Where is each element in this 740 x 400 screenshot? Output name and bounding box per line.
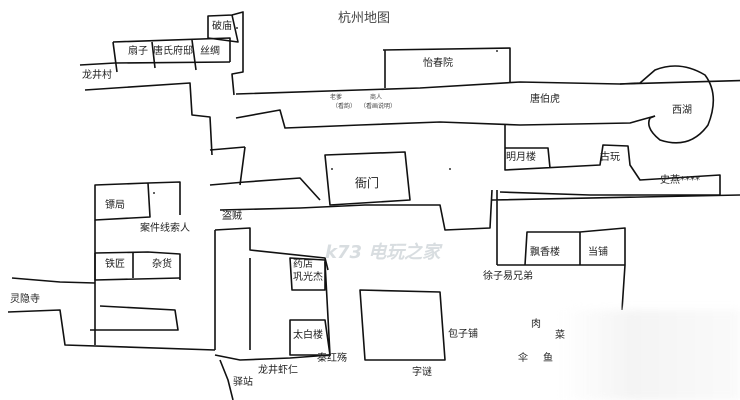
npc-anjian[interactable]: 案件线索人 xyxy=(140,223,190,234)
building-shanzi-row xyxy=(112,37,231,73)
location-yizhan[interactable]: 驿站 xyxy=(233,377,253,388)
location-yichunyuan[interactable]: 怡春院 xyxy=(423,58,453,69)
street-west xyxy=(7,220,216,351)
location-guwan[interactable]: 古玩 xyxy=(600,152,620,163)
location-lingyinsi[interactable]: 灵隐寺 xyxy=(10,294,40,305)
npc-gongguangjie[interactable]: 巩光杰 xyxy=(293,272,323,283)
building-biaoju xyxy=(94,181,181,221)
npc-tangbohu[interactable]: 唐伯虎 xyxy=(530,94,560,105)
street-center xyxy=(214,227,331,361)
marker-dot xyxy=(153,192,155,194)
location-sichou[interactable]: 丝绸 xyxy=(200,46,220,57)
street-north xyxy=(235,79,740,129)
npc-xuziyi[interactable]: 徐子易兄弟 xyxy=(483,271,533,282)
shop-yu[interactable]: 鱼 xyxy=(543,353,553,364)
location-mingyuelou[interactable]: 明月楼 xyxy=(506,152,536,163)
location-xihu[interactable]: 西湖 xyxy=(672,105,692,116)
npc-shiyan[interactable]: 史燕**** xyxy=(660,175,700,186)
building-yichunyuan xyxy=(382,47,511,88)
watermark: k73 电玩之家 xyxy=(325,242,441,263)
marker-dot xyxy=(449,168,451,170)
marker-dot xyxy=(496,50,498,52)
xihu-lake xyxy=(619,65,715,144)
location-taibailou[interactable]: 太白楼 xyxy=(293,330,323,341)
location-biaoju[interactable]: 镖局 xyxy=(105,200,125,211)
street-south xyxy=(219,261,446,400)
street-mid xyxy=(209,146,493,231)
npc-zimi[interactable]: 字谜 xyxy=(412,367,432,378)
location-zahuo[interactable]: 杂货 xyxy=(152,259,172,270)
marker-dot xyxy=(331,168,333,170)
location-longjingcun[interactable]: 龙井村 xyxy=(82,70,112,81)
building-pomiao xyxy=(207,11,244,96)
npc-shangren[interactable]: 商人 xyxy=(370,94,383,101)
location-yaodian[interactable]: 药店 xyxy=(293,259,313,270)
npc-shangren-note: （看画说明） xyxy=(360,103,397,110)
street-east xyxy=(491,190,740,265)
npc-longjingxiaren[interactable]: 龙井虾仁 xyxy=(258,365,298,376)
npc-laoye[interactable]: 老爹 xyxy=(330,94,343,101)
npc-laoye-note: （看韵） xyxy=(332,103,357,110)
shop-cai[interactable]: 菜 xyxy=(555,330,565,341)
building-piaoxianglou xyxy=(497,227,626,311)
location-piaoxianglou[interactable]: 飘香楼 xyxy=(530,247,560,258)
building-yamen xyxy=(324,151,411,206)
marker-dot xyxy=(236,27,238,29)
map-title: 杭州地图 xyxy=(338,11,391,26)
building-mingyuelou xyxy=(499,125,721,196)
building-tiejiang xyxy=(90,253,181,331)
npc-qinhongmian[interactable]: 秦红殇 xyxy=(317,353,347,364)
shop-rou[interactable]: 肉 xyxy=(531,319,541,330)
location-dangpu[interactable]: 当铺 xyxy=(588,247,608,258)
location-shanzi[interactable]: 扇子 xyxy=(128,46,148,57)
location-baozipu[interactable]: 包子铺 xyxy=(448,329,478,340)
npc-daozei[interactable]: 盗贼 xyxy=(222,211,242,222)
blurred-region xyxy=(560,310,740,400)
location-yamen[interactable]: 衙门 xyxy=(355,176,380,190)
location-tiejiang[interactable]: 铁匠 xyxy=(105,259,125,270)
location-tangshi[interactable]: 唐氏府邸 xyxy=(153,46,193,57)
shop-san[interactable]: 伞 xyxy=(518,353,528,364)
location-pomiao[interactable]: 破庙 xyxy=(212,21,232,32)
